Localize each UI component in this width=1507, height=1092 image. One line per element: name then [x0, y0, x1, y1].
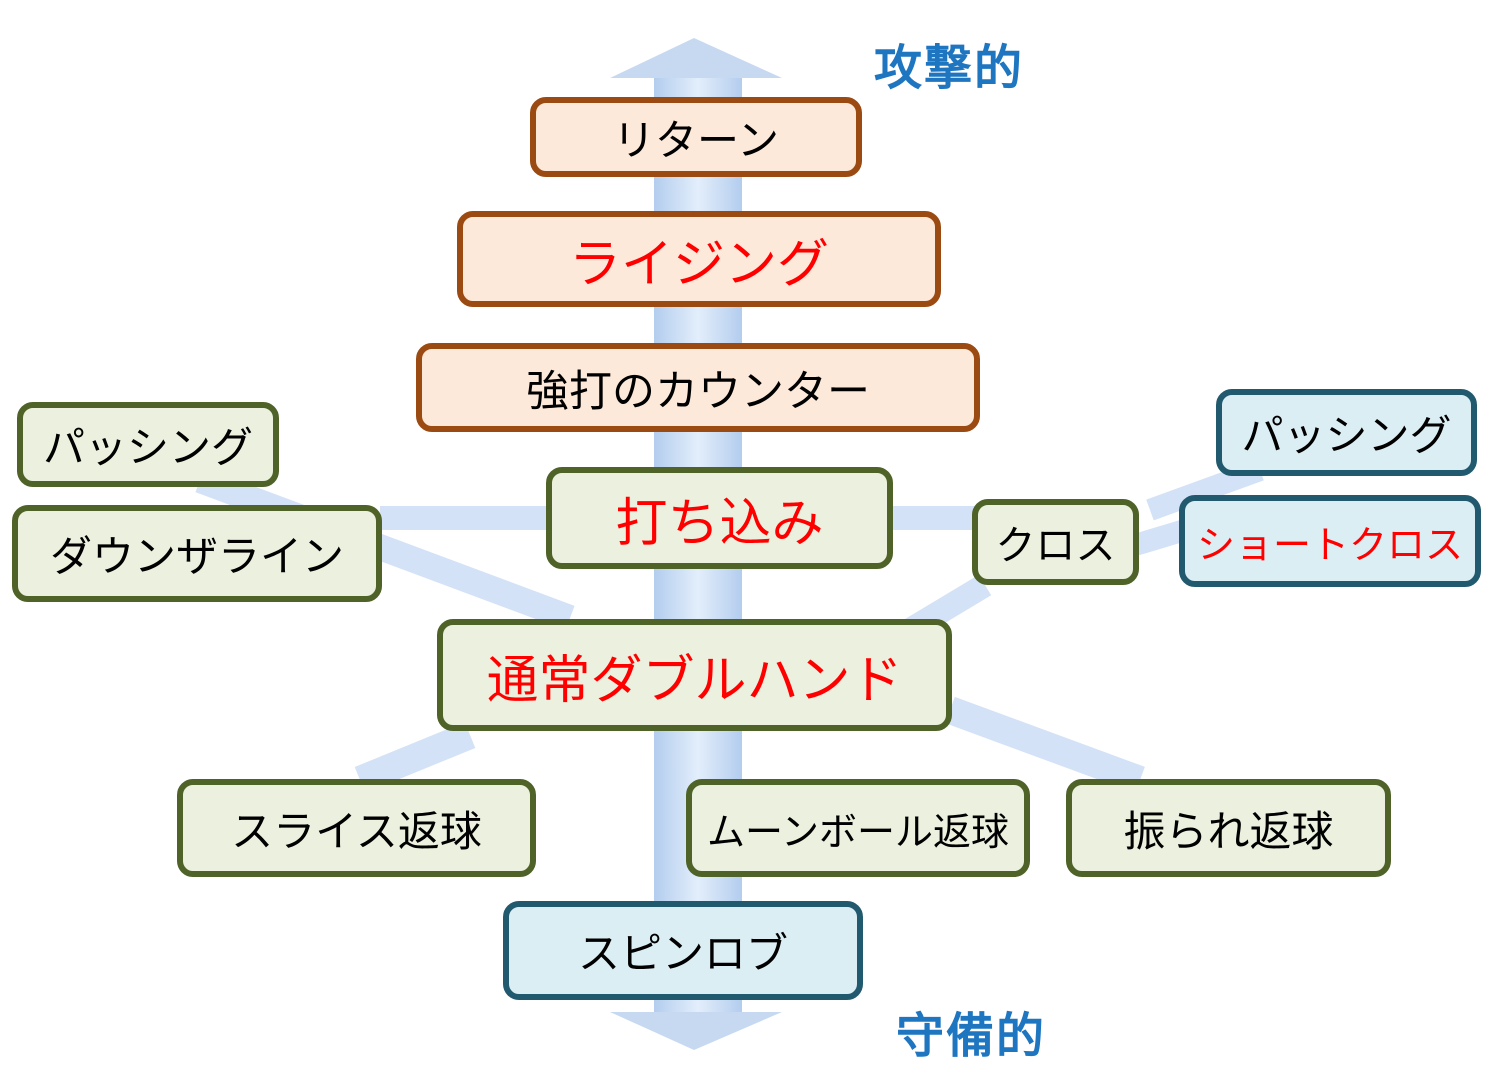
- node-spin-lob: スピンロブ: [503, 901, 863, 1000]
- connector-pushed: [945, 696, 1145, 794]
- node-power-counter: 強打のカウンター: [416, 343, 980, 432]
- connector-slice: [354, 722, 476, 793]
- node-passing-left: パッシング: [17, 402, 279, 487]
- node-uchikomi: 打ち込み: [546, 467, 893, 569]
- node-return: リターン: [530, 97, 862, 177]
- axis-label-offensive: 攻撃的: [874, 40, 1025, 96]
- connector-passing-left: [195, 467, 575, 631]
- node-moonball-return: ムーンボール返球: [686, 779, 1030, 877]
- node-pushed-return: 振られ返球: [1066, 779, 1391, 877]
- connector-lines: [195, 459, 1264, 794]
- node-rising: ライジング: [457, 211, 941, 307]
- node-normal-double-hand: 通常ダブルハンド: [437, 619, 952, 731]
- connector-cross-right: [1131, 519, 1189, 556]
- node-short-cross: ショートクロス: [1179, 495, 1481, 587]
- node-passing-right: パッシング: [1216, 389, 1477, 476]
- node-slice-return: スライス返球: [177, 779, 536, 877]
- arrow-head-up: [610, 38, 782, 78]
- node-down-the-line: ダウンザライン: [12, 505, 382, 602]
- arrow-head-down: [610, 1012, 782, 1050]
- node-cross: クロス: [972, 499, 1139, 585]
- connector-passing-right: [1146, 459, 1264, 521]
- axis-label-defensive: 守備的: [896, 1008, 1047, 1064]
